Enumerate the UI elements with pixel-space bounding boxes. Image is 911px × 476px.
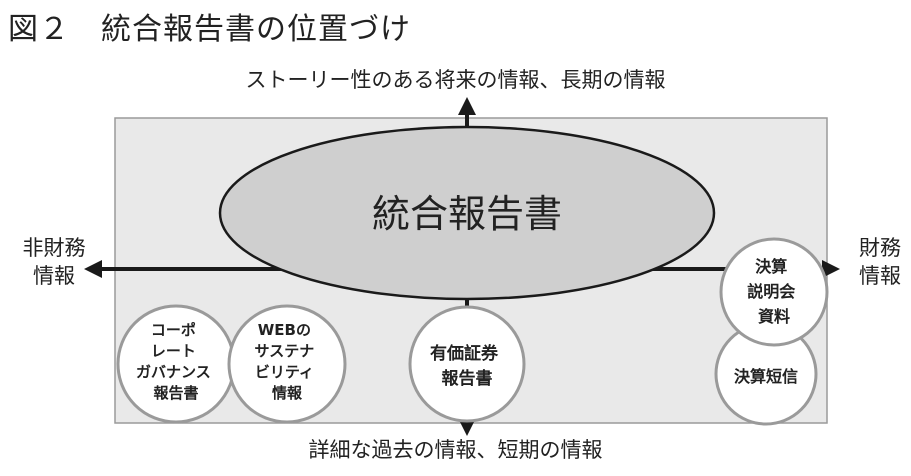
corporate-governance-label: コーポ レート ガバナンス 報告書 bbox=[136, 321, 216, 402]
left-axis-label: 非財務 情報 bbox=[14, 234, 94, 290]
right-axis-label-line: 情報 bbox=[859, 264, 901, 288]
figure-title: 図２ 統合報告書の位置づけ bbox=[8, 12, 411, 47]
left-axis-label-line: 非財務 bbox=[22, 236, 86, 260]
earnings-summary-label: 決算短信 bbox=[734, 367, 798, 386]
right-axis-label: 財務 情報 bbox=[850, 234, 910, 290]
top-axis-label: ストーリー性のある将来の情報、長期の情報 bbox=[245, 68, 666, 92]
web-sustainability-circle bbox=[227, 304, 347, 424]
left-axis-label-line: 情報 bbox=[33, 264, 75, 288]
bottom-axis-label: 詳細な過去の情報、短期の情報 bbox=[308, 438, 603, 462]
securities-report-label: 有価証券 報告書 bbox=[430, 343, 504, 389]
web-sustainability-label: WEBの サステナ ビリティ 情報 bbox=[255, 321, 320, 402]
left-arrowhead bbox=[84, 260, 102, 278]
integrated-report-label: 統合報告書 bbox=[372, 192, 562, 236]
earnings-presentation-label: 決算 説明会 資料 bbox=[747, 257, 801, 326]
bottom-arrowhead bbox=[458, 418, 476, 436]
integrated-report-ellipse bbox=[218, 125, 716, 301]
right-axis-label-line: 財務 bbox=[859, 236, 901, 260]
securities-report-circle bbox=[408, 305, 526, 423]
right-arrowhead bbox=[822, 260, 840, 278]
earnings-presentation-circle bbox=[719, 237, 829, 347]
top-arrowhead bbox=[458, 97, 476, 115]
